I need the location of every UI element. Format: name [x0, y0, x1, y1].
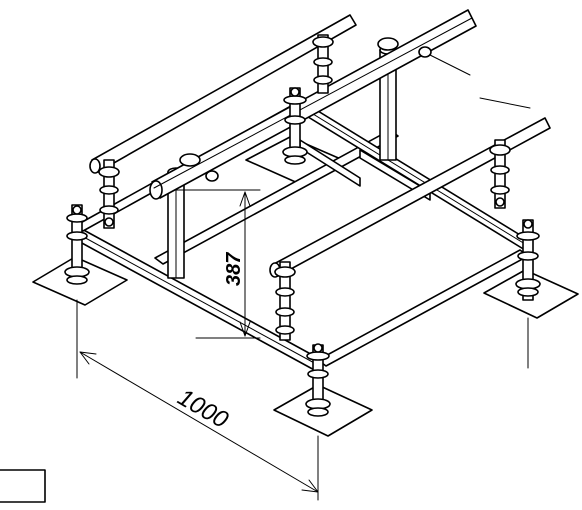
- lower-beam-right: [317, 249, 529, 367]
- dimension-387-label: 387: [223, 252, 245, 286]
- extension-lines: [76, 54, 531, 501]
- dimension-1000-arrow-end: [301, 479, 319, 493]
- pipe-front: [271, 117, 551, 277]
- clamp-3: [274, 261, 296, 341]
- lower-rung-1: [359, 149, 431, 201]
- clamp-4: [489, 139, 511, 209]
- dimension-387-arrow-top: [239, 191, 251, 207]
- dimension-387-arrow-bottom: [239, 321, 251, 337]
- adjustable-feet: [64, 87, 541, 417]
- clamp-6: [377, 37, 432, 58]
- clamp-5: [179, 153, 219, 182]
- dimension-387: 387: [223, 191, 251, 337]
- title-box: [0, 469, 46, 503]
- foot-back-right: [515, 219, 541, 301]
- foot-center: [282, 87, 308, 165]
- foot-front-left: [64, 204, 90, 285]
- dimension-1000-line: [79, 351, 319, 493]
- dimension-1000: 1000: [79, 351, 319, 493]
- title-box-frame: [0, 469, 46, 503]
- clamp-1: [98, 159, 120, 229]
- foot-front-right: [305, 343, 331, 417]
- dimension-1000-arrow-start: [79, 351, 97, 365]
- pipe-clamps: [98, 34, 511, 341]
- clamp-2: [312, 34, 334, 94]
- pipes: [89, 9, 551, 278]
- dimension-1000-label: 1000: [173, 384, 233, 434]
